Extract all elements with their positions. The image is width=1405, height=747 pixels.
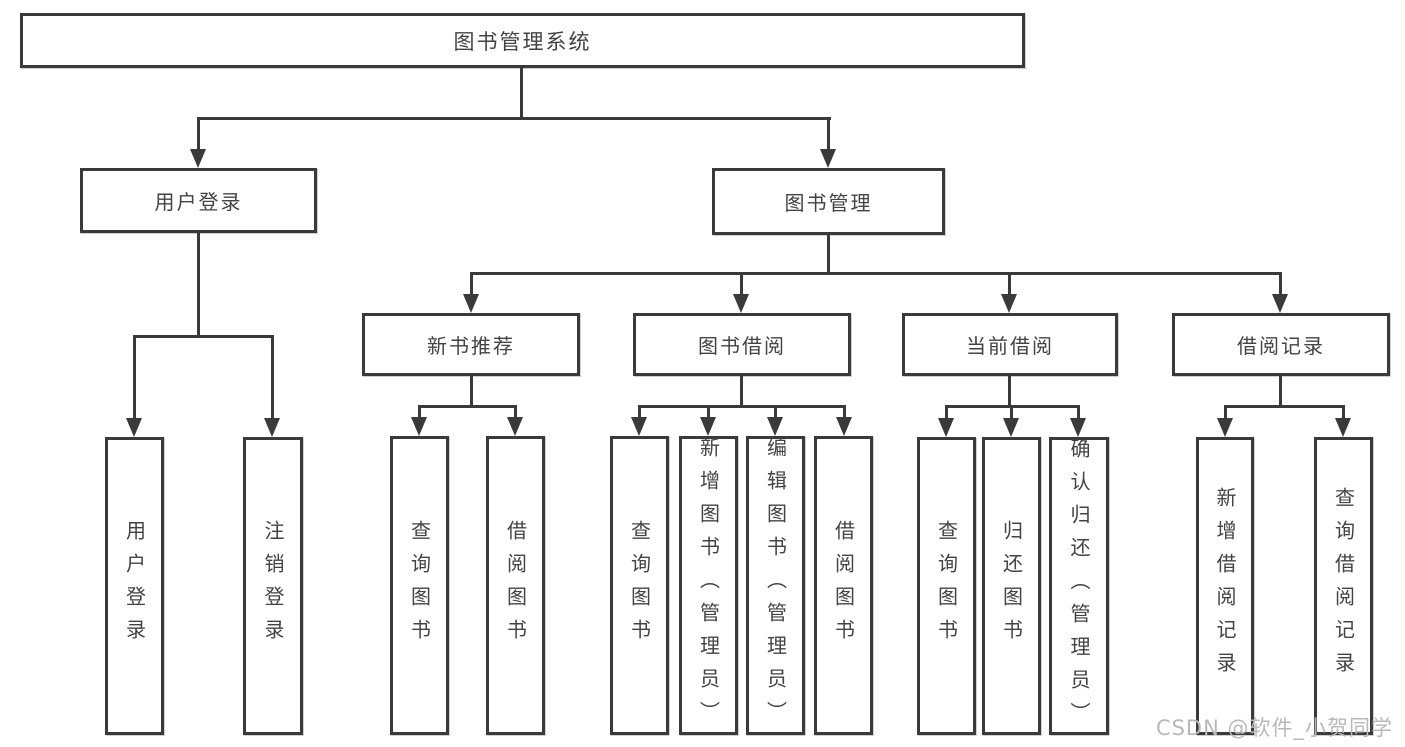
leaf-recommend-borrow-books-label: 借阅图书	[503, 519, 528, 652]
connector-level3-rail	[470, 272, 1282, 275]
leaf-user-login: 用户登录	[105, 437, 164, 735]
connector-drop-leaf-user-login	[133, 335, 136, 420]
connector-drop-rec-borrow	[514, 405, 517, 420]
node-book-borrowing-label: 图书借阅	[698, 334, 786, 358]
leaf-add-borrow-record-label: 新增借阅记录	[1213, 487, 1237, 685]
connector-drop-bor-edit	[774, 405, 777, 420]
connector-current-stem	[1008, 376, 1011, 407]
arrowhead-bor-add	[700, 417, 716, 436]
arrowhead-user-login	[190, 149, 206, 168]
leaf-logout: 注销登录	[243, 437, 303, 735]
leaf-borrowing-query-books: 查询图书	[610, 436, 669, 735]
leaf-add-books-admin-label: 新增图书（管理员）	[696, 437, 721, 734]
arrowhead-leaf-user-login	[126, 418, 142, 437]
connector-borrowing-rail	[638, 405, 846, 408]
leaf-borrowing-query-books-label: 查询图书	[627, 519, 652, 652]
node-borrowing-records: 借阅记录	[1172, 313, 1390, 376]
arrowhead-rec-query	[411, 417, 427, 436]
leaf-add-books-admin: 新增图书（管理员）	[679, 436, 738, 735]
arrowhead-recommend	[463, 294, 479, 313]
arrowhead-cur-return	[1003, 418, 1019, 437]
connector-drop-book-management	[827, 117, 830, 152]
connector-drop-rec-query	[418, 405, 421, 420]
leaf-confirm-return-admin: 确认归还（管理员）	[1049, 437, 1109, 735]
leaf-add-borrow-record: 新增借阅记录	[1196, 437, 1254, 735]
connector-bookmgmt-stem	[827, 235, 830, 274]
leaf-return-books: 归还图书	[982, 437, 1041, 735]
connector-drop-records	[1279, 272, 1282, 297]
node-library-system: 图书管理系统	[20, 13, 1025, 68]
csdn-watermark: CSDN @软件_小贺同学	[1155, 716, 1393, 740]
connector-user-stem	[197, 233, 200, 337]
leaf-borrowing-borrow-books-label: 借阅图书	[831, 519, 856, 652]
arrowhead-rec-query-record	[1335, 418, 1351, 437]
leaf-recommend-query-books-label: 查询图书	[407, 519, 432, 652]
node-book-management: 图书管理	[712, 168, 945, 235]
connector-root-stem	[520, 68, 523, 120]
leaf-recommend-borrow-books: 借阅图书	[486, 436, 545, 735]
connector-user-rail	[133, 335, 274, 338]
leaf-user-login-label: 用户登录	[122, 520, 147, 652]
arrowhead-records	[1272, 294, 1288, 313]
node-current-borrowing-label: 当前借阅	[966, 334, 1054, 358]
connector-drop-bor-borrow	[843, 405, 846, 420]
leaf-query-borrow-record-label: 查询借阅记录	[1331, 487, 1356, 685]
connector-borrowing-stem	[740, 376, 743, 407]
connector-records-rail	[1224, 405, 1345, 408]
arrowhead-cur-confirm	[1070, 418, 1086, 437]
arrowhead-leaf-logout	[264, 418, 280, 437]
connector-drop-leaf-logout	[271, 335, 274, 420]
connector-drop-rec-add-record	[1224, 405, 1227, 420]
node-current-borrowing: 当前借阅	[902, 313, 1118, 376]
leaf-recommend-query-books: 查询图书	[390, 436, 449, 735]
connector-drop-user-login	[197, 117, 200, 152]
arrowhead-bor-query	[631, 417, 647, 436]
arrowhead-rec-borrow	[507, 417, 523, 436]
node-book-borrowing: 图书借阅	[633, 313, 851, 376]
connector-drop-cur-return	[1010, 405, 1013, 420]
node-new-book-recommend: 新书推荐	[362, 313, 580, 376]
connector-drop-cur-query	[945, 405, 948, 420]
arrowhead-borrowing	[733, 294, 749, 313]
connector-drop-rec-query-record	[1342, 405, 1345, 420]
connector-drop-current	[1008, 272, 1011, 297]
arrowhead-bor-borrow	[836, 417, 852, 436]
leaf-borrowing-borrow-books: 借阅图书	[814, 436, 873, 735]
connector-drop-bor-query	[638, 405, 641, 420]
connector-drop-cur-confirm	[1077, 405, 1080, 420]
leaf-query-borrow-record: 查询借阅记录	[1314, 437, 1373, 735]
node-library-system-label: 图书管理系统	[453, 29, 592, 54]
connector-records-stem	[1279, 376, 1282, 407]
arrowhead-current	[1001, 294, 1017, 313]
node-user-login-branch: 用户登录	[80, 168, 317, 233]
leaf-edit-books-admin: 编辑图书（管理员）	[746, 436, 805, 735]
node-user-login-branch-label: 用户登录	[154, 190, 243, 214]
leaf-return-books-label: 归还图书	[999, 520, 1024, 652]
leaf-current-query-books-label: 查询图书	[934, 520, 959, 652]
leaf-current-query-books: 查询图书	[917, 437, 976, 735]
leaf-logout-label: 注销登录	[261, 520, 285, 652]
leaf-confirm-return-admin-label: 确认归还（管理员）	[1067, 437, 1091, 735]
leaf-edit-books-admin-label: 编辑图书（管理员）	[763, 437, 788, 734]
node-borrowing-records-label: 借阅记录	[1237, 334, 1325, 358]
connector-drop-bor-add	[707, 405, 710, 420]
connector-level2-rail	[197, 117, 831, 120]
node-new-book-recommend-label: 新书推荐	[427, 334, 515, 358]
connector-recommend-stem	[470, 376, 473, 407]
arrowhead-bor-edit	[767, 417, 783, 436]
arrowhead-book-management	[820, 149, 836, 168]
node-book-management-label: 图书管理	[784, 191, 873, 215]
connector-drop-recommend	[470, 272, 473, 297]
arrowhead-cur-query	[938, 418, 954, 437]
connector-recommend-rail	[418, 405, 517, 408]
arrowhead-rec-add-record	[1217, 418, 1233, 437]
connector-drop-borrowing	[740, 272, 743, 297]
